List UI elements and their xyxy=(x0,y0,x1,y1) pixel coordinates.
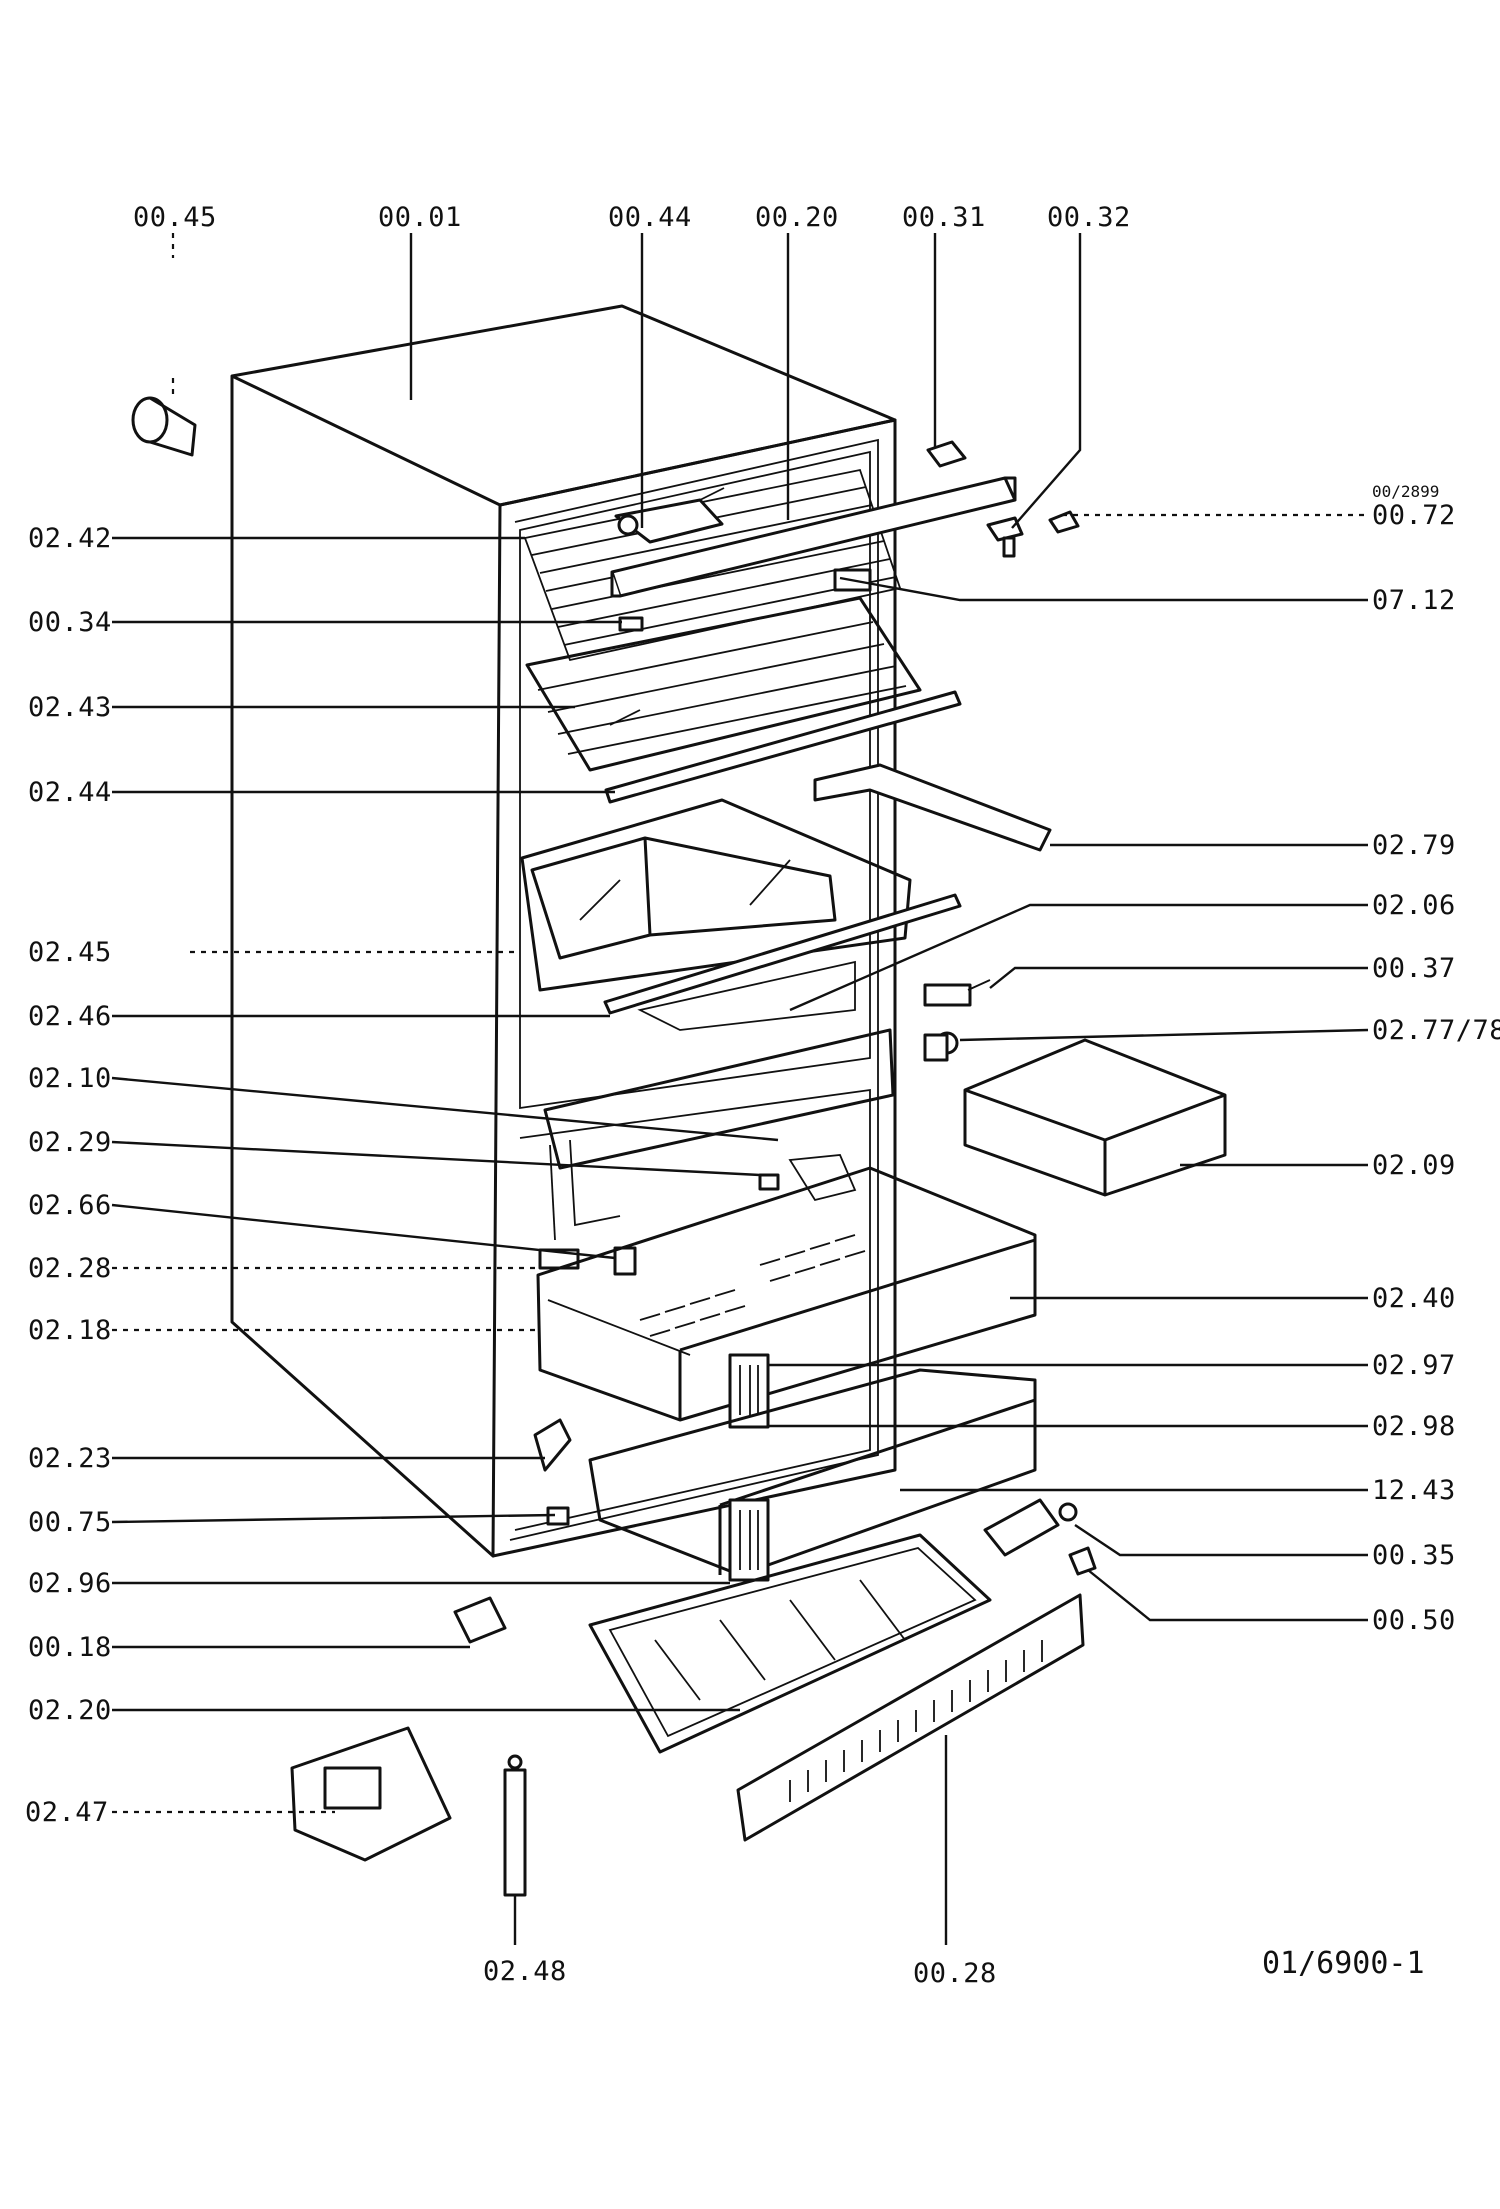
door-latch xyxy=(923,1031,959,1062)
label-02-28: 02.28 xyxy=(28,1253,112,1284)
shelf-rail xyxy=(604,690,962,804)
label-02-48: 02.48 xyxy=(483,1956,567,1987)
right-label-group: 00/2899 00.72 07.12 02.79 02.06 00.37 02… xyxy=(1372,482,1500,1636)
label-00-18: 00.18 xyxy=(28,1632,112,1663)
label-00-44: 00.44 xyxy=(608,202,692,233)
drawing-code: 01/6900-1 xyxy=(1262,1946,1425,1981)
freezer-drawer-lower xyxy=(588,1368,1037,1582)
label-02-79: 02.79 xyxy=(1372,830,1456,861)
label-00-20: 00.20 xyxy=(755,202,839,233)
control-bar xyxy=(610,476,1017,598)
label-00-50: 00.50 xyxy=(1372,1605,1456,1636)
label-02-44: 02.44 xyxy=(28,777,112,808)
label-00-34: 00.34 xyxy=(28,607,112,638)
label-02-23: 02.23 xyxy=(28,1443,112,1474)
label-00-75: 00.75 xyxy=(28,1507,112,1538)
label-02-46: 02.46 xyxy=(28,1001,112,1032)
thermostat-part xyxy=(614,487,725,544)
label-02-45: 02.45 xyxy=(28,937,112,968)
label-02-47: 02.47 xyxy=(25,1797,109,1828)
label-00-28: 00.28 xyxy=(913,1958,997,1989)
label-00-01: 00.01 xyxy=(378,202,462,233)
ice-box xyxy=(963,1038,1227,1197)
label-02-43: 02.43 xyxy=(28,692,112,723)
ventilation-grille xyxy=(736,1593,1085,1842)
left-label-group: 02.42 00.34 02.43 02.44 02.45 02.46 02.1… xyxy=(25,523,112,1828)
label-02-96: 02.96 xyxy=(28,1568,112,1599)
top-label-group: 00.45 00.01 00.44 00.20 00.31 00.32 xyxy=(133,202,1131,233)
label-02-97: 02.97 xyxy=(1372,1350,1456,1381)
lamp-holder xyxy=(533,1418,572,1472)
crisper-rail xyxy=(603,893,962,1015)
shelf-support xyxy=(618,616,644,632)
ice-scraper xyxy=(290,1726,452,1862)
label-02-42: 02.42 xyxy=(28,523,112,554)
label-02-40: 02.40 xyxy=(1372,1283,1456,1314)
label-00-32: 00.32 xyxy=(1047,202,1131,233)
leader-lines xyxy=(111,233,1369,1945)
freezer-drawer-upper xyxy=(536,1166,1037,1429)
label-02-77-78: 02.77/78 xyxy=(1372,1015,1500,1046)
hinge-bottom xyxy=(983,1498,1078,1557)
label-00-31: 00.31 xyxy=(902,202,986,233)
label-02-06: 02.06 xyxy=(1372,890,1456,921)
door-bracket xyxy=(813,763,1052,852)
freezer-interior xyxy=(538,1139,857,1276)
label-02-20: 02.20 xyxy=(28,1695,112,1726)
label-00-37: 00.37 xyxy=(1372,953,1456,984)
bottom-label-group: 02.48 00.28 01/6900-1 xyxy=(483,1946,1425,1989)
cabinet-body xyxy=(230,304,897,1558)
hinge-pin xyxy=(986,516,1024,558)
label-02-18: 02.18 xyxy=(28,1315,112,1346)
salad-crisper xyxy=(520,798,912,992)
label-02-09: 02.09 xyxy=(1372,1150,1456,1181)
button-block xyxy=(453,1596,507,1644)
label-02-29: 02.29 xyxy=(28,1127,112,1158)
label-00-72: 00.72 xyxy=(1372,500,1456,531)
door-hinge-top xyxy=(926,440,967,468)
label-12-43: 12.43 xyxy=(1372,1475,1456,1506)
front-roller xyxy=(131,396,197,457)
label-00-35: 00.35 xyxy=(1372,1540,1456,1571)
label-02-66: 02.66 xyxy=(28,1190,112,1221)
label-00-45: 00.45 xyxy=(133,202,217,233)
middle-shelf-grid xyxy=(525,596,922,772)
label-07-12: 07.12 xyxy=(1372,585,1456,616)
screw xyxy=(1068,1546,1097,1576)
label-02-10: 02.10 xyxy=(28,1063,112,1094)
label-00-2899: 00/2899 xyxy=(1372,482,1439,501)
label-02-98: 02.98 xyxy=(1372,1411,1456,1442)
thermometer xyxy=(503,1754,527,1897)
top-shelf-grid xyxy=(523,468,902,662)
freezer-door-flap xyxy=(543,1028,895,1170)
crisper-front xyxy=(637,960,856,1031)
catch-part xyxy=(923,979,991,1007)
